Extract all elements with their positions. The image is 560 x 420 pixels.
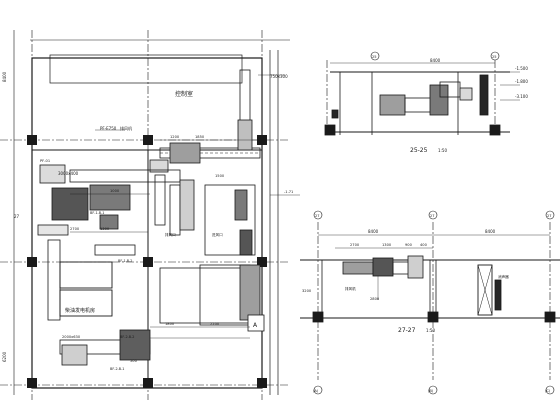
elbow-dim: 3000x400	[58, 171, 79, 176]
section-25-level-mid: -1.800	[515, 79, 528, 84]
section-27-span-right: 8400	[485, 229, 496, 234]
fan-tag-a: BF-1-B-1	[90, 211, 104, 215]
generator-room-label: 柴油发电机房	[65, 307, 95, 314]
section-27-axis-a: 27	[315, 214, 320, 218]
dim-1300: 1300	[100, 227, 110, 231]
dim-1850: 1850	[195, 135, 205, 139]
section-25-level-low: -3.100	[515, 94, 528, 99]
dim-1800: 1800	[165, 322, 175, 326]
structural-columns	[27, 135, 267, 388]
fan-left-tag: PF-01	[40, 159, 50, 163]
bottom-bubble-b	[428, 385, 438, 395]
section-27-dim-3: 400	[420, 243, 428, 247]
section-25-axis-right: 25	[492, 55, 497, 59]
section-27-label-fan: 排风机	[345, 286, 356, 291]
fan-label-suffix: 排风机	[120, 125, 132, 131]
control-room-label: 控制室	[175, 90, 193, 98]
fan-tag-d: BF-2-B-1	[110, 367, 124, 371]
dim-2700: 2700	[70, 227, 80, 231]
dim-1000: 1000	[110, 189, 120, 193]
dim-500: 500	[130, 359, 138, 363]
section-27-scale: 1:50	[426, 328, 435, 333]
section-27-27	[300, 222, 560, 380]
axis-6200-left: 6200	[2, 351, 7, 362]
dim-2200: 2200	[210, 322, 220, 326]
axis-8400-left: 8400	[2, 71, 7, 82]
fan-label: PF-E750	[100, 126, 117, 131]
section-25-axis-left: 25	[372, 55, 377, 59]
section-27-span-left: 8400	[368, 229, 379, 234]
duct-size-right: 750x300	[270, 74, 288, 79]
section-27-title: 27-27	[398, 327, 416, 334]
axis-bubble-27-a	[313, 210, 323, 220]
bottom-bubble-c	[545, 385, 555, 395]
section-27-dim-0: 2700	[350, 243, 360, 247]
section-27-bottom-b: (B)	[428, 389, 434, 393]
plan-ductwork	[37, 69, 265, 366]
section-27-height-note: 3200	[302, 289, 312, 293]
section-27-dim-1: 1300	[382, 243, 392, 247]
fan-tag-b: BF-1-B-2	[118, 259, 132, 263]
section-25-scale: 1:50	[438, 148, 447, 153]
plan-dimensions	[70, 74, 300, 339]
section-27-dim-2: 900	[405, 243, 413, 247]
axis-bubble-27-b	[428, 210, 438, 220]
section-27-dim-under: 2800	[370, 297, 380, 301]
section-27-bottom-a: (A)	[313, 389, 319, 393]
marker-a: A	[253, 322, 258, 329]
axis-bubble-25-left	[370, 51, 380, 61]
section-27-label-unit: 消声器	[498, 274, 509, 279]
dim-1200: 1200	[170, 135, 180, 139]
level-note: -1.71	[284, 190, 293, 194]
axis-bubble-25-right	[490, 51, 500, 61]
room-caption-2: 进风口	[212, 232, 223, 237]
bottom-bubble-a	[313, 385, 323, 395]
section-25-25	[324, 60, 520, 136]
dim-1500: 1500	[215, 174, 225, 178]
section-27-bottom-c: (C)	[545, 389, 551, 393]
section-25-level-top: -1.500	[515, 66, 528, 71]
section-25-title: 25-25	[410, 147, 428, 154]
dim-27: 27	[14, 214, 20, 219]
axis-bubble-27-c	[545, 210, 555, 220]
section-27-axis-c: 27	[547, 214, 552, 218]
room-caption-1: 排风口	[165, 232, 176, 237]
section-27-axis-b: 27	[430, 214, 435, 218]
dim-2000x630: 2000x630	[62, 335, 81, 339]
fan-tag-c: BF-2-B-2	[120, 335, 134, 339]
section-25-span: 8400	[430, 58, 441, 63]
